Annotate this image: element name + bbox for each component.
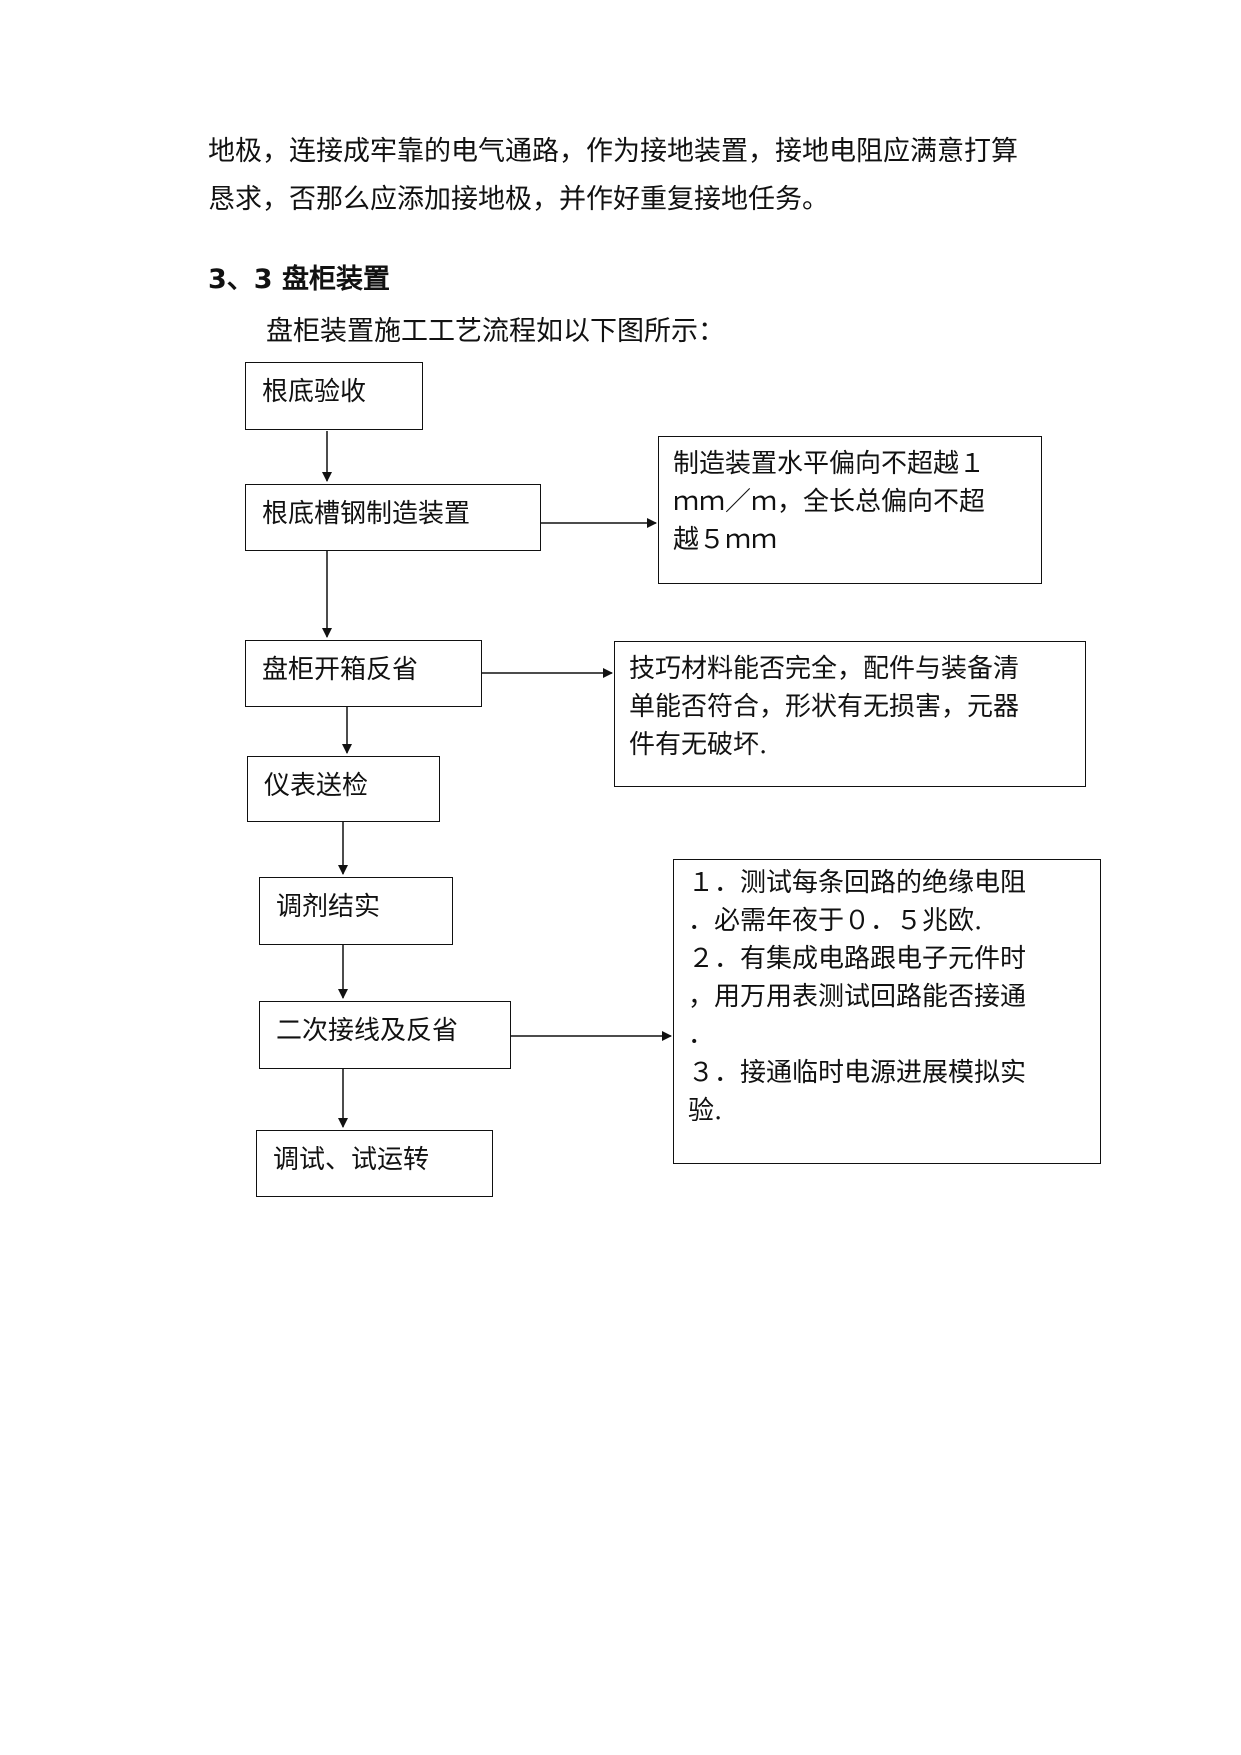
note-unpacking-line-2: 单能否符合，形状有无损害，元器 <box>629 692 1020 722</box>
note-unpacking-line-1: 技巧材料能否完全，配件与装备清 <box>629 654 1020 684</box>
note-wiring-line-1: １．测试每条回路的绝缘电阻 <box>688 868 1027 898</box>
note-foundation-line-2: ｍｍ／ｍ，全长总偏向不超 <box>673 487 986 517</box>
flow-step-cabinet-unpacking-inspection: 盘柜开箱反省 <box>245 640 482 707</box>
note-wiring-line-7: 验. <box>688 1096 723 1126</box>
note-wiring-line-5: ． <box>688 1020 715 1050</box>
note-wiring-line-3: ２．有集成电路跟电子元件时 <box>688 944 1027 974</box>
flow-step-channel-steel-installation: 根底槽钢制造装置 <box>245 484 541 551</box>
flow-step-secondary-wiring-inspection: 二次接线及反省 <box>259 1001 511 1069</box>
note-wiring-tests: １．测试每条回路的绝缘电阻 ．必需年夜于０．５兆欧. ２．有集成电路跟电子元件时… <box>673 859 1101 1164</box>
body-paragraph-line-2: 恳求，否那么应添加接地极，并作好重复接地任务。 <box>208 184 829 215</box>
note-unpacking-line-3: 件有无破坏. <box>629 730 768 760</box>
note-wiring-line-6: ３．接通临时电源进展模拟实 <box>688 1058 1027 1088</box>
note-foundation-line-3: 越５ｍｍ <box>673 525 778 555</box>
section-intro: 盘柜装置施工工艺流程如以下图所示： <box>266 316 725 347</box>
note-wiring-line-2: ．必需年夜于０．５兆欧. <box>688 906 983 936</box>
flow-step-foundation-acceptance: 根底验收 <box>245 362 423 430</box>
flow-step-adjust-fasten: 调剂结实 <box>259 877 453 945</box>
section-heading: 3、3 盘柜装置 <box>208 264 390 295</box>
flow-step-instrument-inspection: 仪表送检 <box>247 756 440 822</box>
body-paragraph-line-1: 地极，连接成牢靠的电气通路，作为接地装置，接地电阻应满意打算 <box>208 136 1018 167</box>
note-wiring-line-4: ，用万用表测试回路能否接通 <box>688 982 1027 1012</box>
note-unpacking-checklist: 技巧材料能否完全，配件与装备清 单能否符合，形状有无损害，元器 件有无破坏. <box>614 641 1086 787</box>
note-foundation-line-1: 制造装置水平偏向不超越１ <box>673 449 986 479</box>
note-foundation-tolerance: 制造装置水平偏向不超越１ ｍｍ／ｍ，全长总偏向不超 越５ｍｍ <box>658 436 1042 584</box>
flow-step-debug-trial-run: 调试、试运转 <box>256 1130 493 1197</box>
